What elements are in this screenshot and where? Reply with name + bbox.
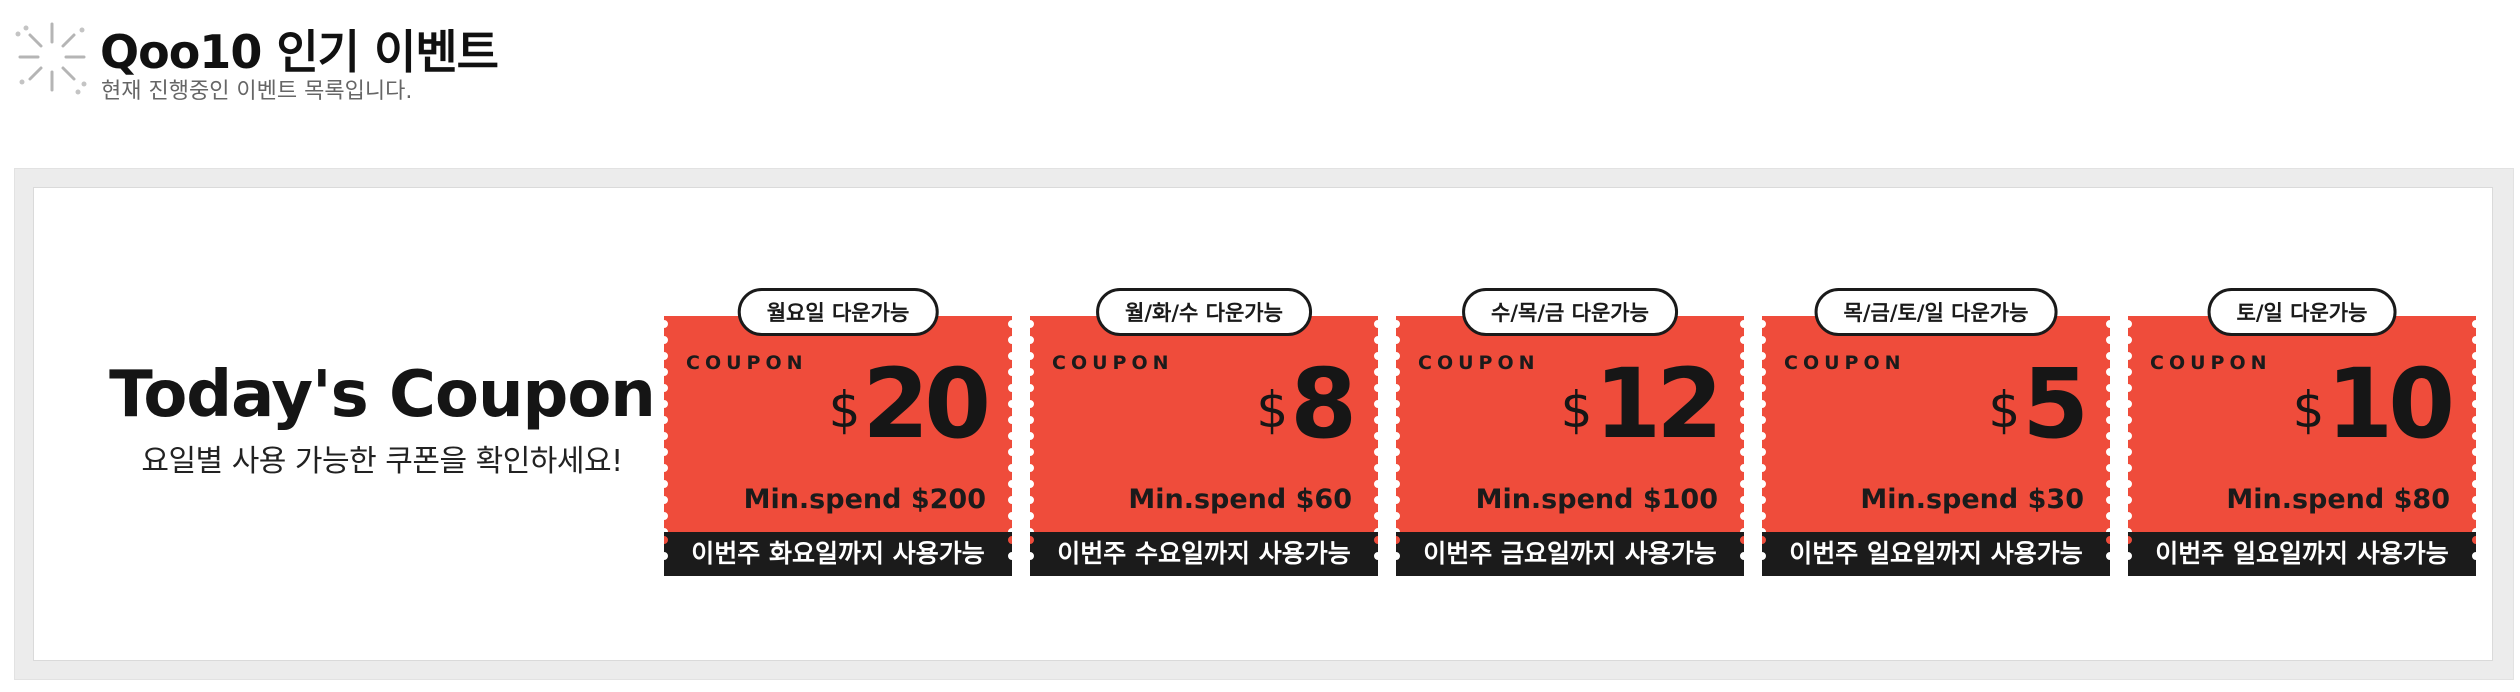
coupon-valid-until: 이번주 화요일까지 사용가능	[691, 539, 985, 568]
coupon-value: 5	[2022, 348, 2089, 460]
coupon-stub	[2128, 532, 2476, 576]
coupon-amount: $12	[1560, 348, 1723, 460]
coupon-shape	[664, 316, 1012, 576]
coupon-shape	[2128, 316, 2476, 576]
promo-text: Today's Coupon 요일별 사용 가능한 쿠폰을 확인하세요!	[102, 358, 662, 480]
coupon-value: 10	[2326, 348, 2455, 460]
coupon-valid-until: 이번주 금요일까지 사용가능	[1423, 539, 1717, 568]
currency-symbol: $	[1256, 381, 1289, 439]
sparkle-icon	[15, 22, 87, 95]
coupon-stub	[1030, 532, 1378, 576]
coupon-label: COUPON	[1784, 352, 1906, 374]
coupon-value: 12	[1594, 348, 1723, 460]
coupon-valid-until: 이번주 일요일까지 사용가능	[2155, 539, 2449, 568]
coupon-body	[1396, 316, 1744, 548]
coupon-min-spend: Min.spend $60	[1128, 484, 1352, 515]
coupon-label: COUPON	[2150, 352, 2272, 374]
coupon-value: 20	[862, 348, 991, 460]
coupon-min-spend: Min.spend $30	[1860, 484, 2084, 515]
coupon-body	[1762, 316, 2110, 548]
promo-subtitle: 요일별 사용 가능한 쿠폰을 확인하세요!	[141, 444, 623, 479]
coupon-amount: $5	[1988, 348, 2089, 460]
coupon-amount: $8	[1256, 348, 1357, 460]
coupon-valid-until: 이번주 일요일까지 사용가능	[1789, 539, 2083, 568]
coupon-body	[1030, 316, 1378, 548]
currency-symbol: $	[1560, 381, 1593, 439]
coupon-days-badge: 토/일 다운가능	[2207, 288, 2397, 336]
coupon-body	[2128, 316, 2476, 548]
coupon-shape	[1396, 316, 1744, 576]
coupon-label: COUPON	[1052, 352, 1174, 374]
coupon-amount: $20	[828, 348, 991, 460]
coupon-value: 8	[1290, 348, 1357, 460]
currency-symbol: $	[1988, 381, 2021, 439]
coupon-stub	[1396, 532, 1744, 576]
coupon-body	[664, 316, 1012, 548]
coupon-min-spend: Min.spend $80	[2226, 484, 2450, 515]
coupon-shape	[1762, 316, 2110, 576]
coupon-shape	[1030, 316, 1378, 576]
coupon-valid-until: 이번주 수요일까지 사용가능	[1057, 539, 1351, 568]
coupon-amount: $10	[2292, 348, 2455, 460]
page-title: Qoo10 인기 이벤트	[100, 25, 499, 79]
page-subtitle: 현재 진행중인 이벤트 목록입니다.	[101, 79, 413, 104]
coupon-stub	[664, 532, 1012, 576]
promo-title: Today's Coupon	[109, 358, 656, 432]
coupon-banner-inner: Today's Coupon 요일별 사용 가능한 쿠폰을 확인하세요! 월요일…	[33, 187, 2493, 661]
page-header: Qoo10 인기 이벤트 현재 진행중인 이벤트 목록입니다.	[12, 18, 1212, 108]
coupon-min-spend: Min.spend $100	[1475, 484, 1718, 515]
coupon-min-spend: Min.spend $200	[743, 484, 986, 515]
coupon-label: COUPON	[1418, 352, 1540, 374]
coupon-label: COUPON	[686, 352, 808, 374]
currency-symbol: $	[828, 381, 861, 439]
coupon-banner[interactable]: Today's Coupon 요일별 사용 가능한 쿠폰을 확인하세요! 월요일…	[14, 168, 2514, 680]
coupon-days-badge: 목/금/토/일 다운가능	[1814, 288, 2058, 336]
coupon-stub	[1762, 532, 2110, 576]
coupon-days-badge: 월요일 다운가능	[737, 288, 939, 336]
coupon-days-badge: 수/목/금 다운가능	[1462, 288, 1678, 336]
coupon-days-badge: 월/화/수 다운가능	[1096, 288, 1312, 336]
currency-symbol: $	[2292, 381, 2325, 439]
